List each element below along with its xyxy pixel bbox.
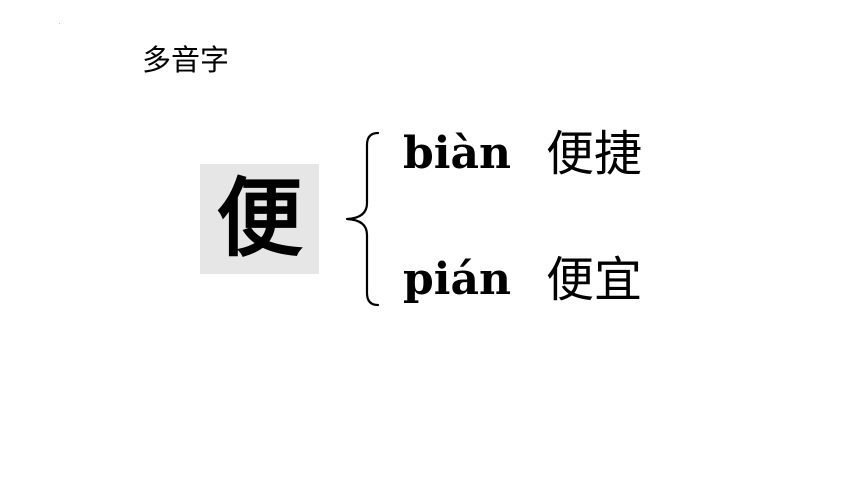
pinyin-text: biàn	[403, 128, 511, 179]
example-word: 便宜	[546, 252, 643, 308]
reading-row: pián 便宜	[403, 248, 642, 312]
reading-row: biàn 便捷	[403, 122, 642, 186]
speck-dot	[59, 23, 60, 24]
character-box: 便	[200, 164, 319, 274]
slide-title: 多音字	[142, 43, 230, 77]
example-word: 便捷	[546, 126, 643, 182]
curly-brace-icon	[345, 131, 380, 307]
pinyin-text: pián	[403, 254, 511, 305]
main-character: 便	[216, 169, 303, 269]
